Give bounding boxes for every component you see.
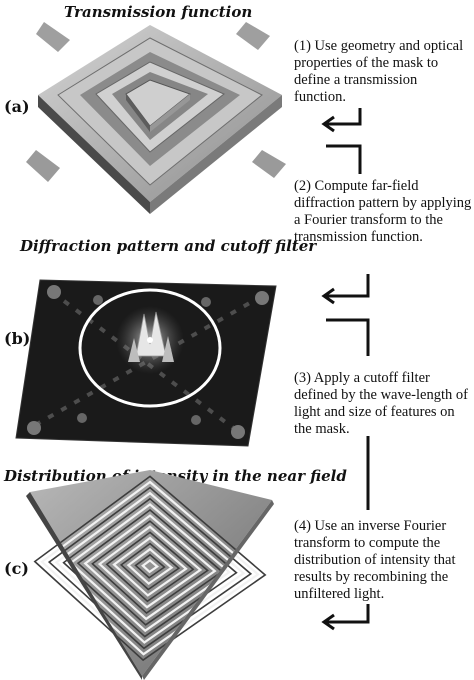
intensity-ridge (33, 475, 267, 662)
intensity-ridge (62, 497, 238, 638)
panel-b-title: Diffraction pattern and cutoff filter (20, 237, 317, 255)
step-4-text: (4) Use an inverse Fourier transform to … (294, 518, 456, 602)
transmission-function-surface (26, 22, 286, 214)
panel-c-label: (c) (4, 559, 29, 578)
intensity-ridge (134, 553, 166, 579)
near-field-intensity-surface (26, 470, 274, 680)
intensity-ridge (76, 508, 224, 626)
intensity-ridge (112, 536, 188, 597)
panel-b-label: (b) (4, 329, 31, 348)
panel-c-title: Distribution of intensity in the near fi… (4, 467, 347, 485)
step-2-text: (2) Compute far-field diffraction patter… (294, 178, 472, 245)
panel-a-title: Transmission function (64, 3, 253, 21)
intensity-ridge (97, 525, 203, 609)
step-3-text: (3) Apply a cutoff filter defined by the… (294, 370, 468, 437)
intensity-ridge (126, 547, 174, 586)
step-1-text: (1) Use geometry and optical properties … (294, 38, 464, 105)
intensity-ridge (47, 486, 253, 650)
intensity-ridge (141, 558, 159, 574)
intensity-ridge (91, 520, 209, 615)
intensity-ridge (69, 502, 231, 633)
cutoff-filter-circle (78, 288, 222, 408)
flow-arrow-2 (321, 274, 370, 356)
intensity-ridge (54, 491, 246, 644)
intensity-ridge (83, 514, 217, 621)
flow-arrow-1 (321, 108, 362, 174)
intensity-ridge (40, 480, 260, 656)
intensity-ridge (105, 531, 195, 603)
central-peaks (116, 306, 184, 374)
intensity-ridge (119, 542, 181, 591)
panel-a-label: (a) (4, 97, 30, 116)
flow-arrow-4 (321, 604, 370, 631)
